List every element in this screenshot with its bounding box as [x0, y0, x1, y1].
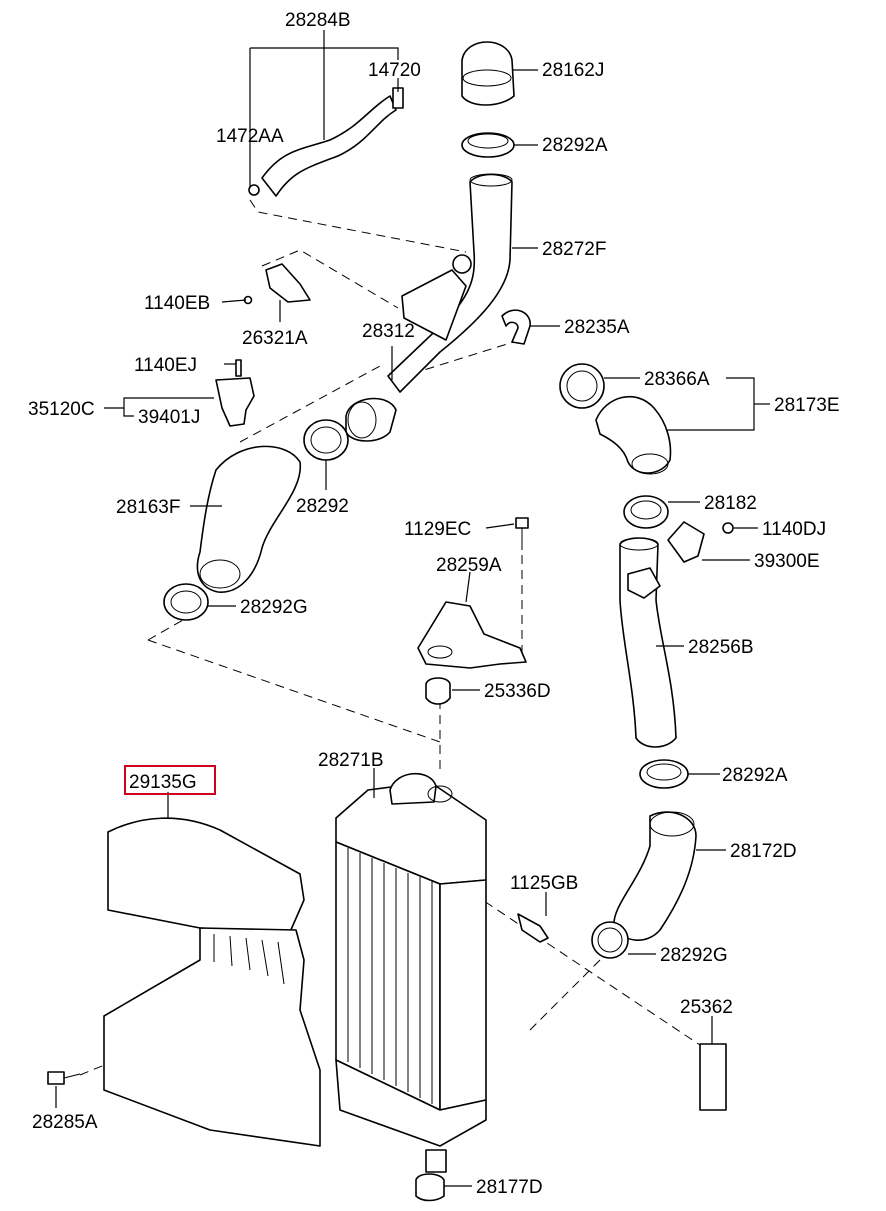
hose-28284B[interactable] — [248, 87, 404, 197]
grommet-25336D[interactable] — [425, 677, 451, 705]
label-28177D[interactable]: 28177D — [476, 1177, 543, 1198]
clamp-28366A[interactable] — [559, 363, 605, 409]
label-28292[interactable]: 28292 — [296, 496, 349, 517]
label-28292G-left[interactable]: 28292G — [240, 597, 308, 618]
air-guide-ribs — [213, 934, 285, 985]
clamp-28292A-bottom[interactable] — [639, 759, 689, 789]
label-28172D[interactable]: 28172D — [730, 841, 797, 862]
label-28163F[interactable]: 28163F — [116, 497, 180, 518]
label-28271B[interactable]: 28271B — [318, 750, 384, 771]
label-1140EB[interactable]: 1140EB — [144, 293, 210, 314]
label-14720[interactable]: 14720 — [368, 60, 421, 81]
hose-28172D[interactable] — [613, 811, 697, 941]
hose-28235A[interactable] — [501, 309, 531, 345]
label-28292A-bottom[interactable]: 28292A — [722, 765, 788, 786]
tube-28256B[interactable] — [619, 537, 677, 748]
cap-28162J[interactable] — [461, 41, 515, 106]
label-25362[interactable]: 25362 — [680, 997, 733, 1018]
grommet-28177D[interactable] — [415, 1173, 445, 1202]
bolt-1125GB[interactable] — [517, 913, 549, 943]
label-1472AA[interactable]: 1472AA — [216, 126, 284, 147]
part-labels: 28284B 14720 1472AA 28162J 28292A 28272F… — [28, 10, 840, 1198]
label-25336D[interactable]: 25336D — [484, 681, 551, 702]
highlight-box-29135G — [124, 765, 216, 795]
pad-25362[interactable] — [699, 1043, 727, 1111]
bolt-28285A[interactable] — [47, 1071, 81, 1085]
clamp-28292A-top[interactable] — [461, 132, 515, 158]
pipe-28272F[interactable] — [345, 173, 513, 442]
label-28292A-top[interactable]: 28292A — [542, 135, 608, 156]
clamp-28292G-bottom[interactable] — [591, 921, 629, 959]
label-28285A[interactable]: 28285A — [32, 1112, 98, 1133]
clamp-28182[interactable] — [623, 495, 669, 529]
clamp-28292G-left[interactable] — [163, 583, 209, 621]
label-1140EJ[interactable]: 1140EJ — [134, 355, 197, 376]
label-28259A[interactable]: 28259A — [436, 555, 502, 576]
label-35120C[interactable]: 35120C — [28, 399, 95, 420]
label-28235A[interactable]: 28235A — [564, 317, 630, 338]
intercooler-28271B[interactable] — [335, 772, 487, 1173]
label-39300E[interactable]: 39300E — [754, 551, 820, 572]
hose-28173E[interactable] — [595, 395, 672, 475]
clamp-28292[interactable] — [303, 419, 349, 461]
label-29135G[interactable]: 29135G — [129, 772, 197, 793]
label-1140DJ[interactable]: 1140DJ — [762, 519, 826, 540]
label-28366A[interactable]: 28366A — [644, 369, 710, 390]
sensor-35120C[interactable] — [215, 359, 255, 427]
label-1125GB[interactable]: 1125GB — [510, 873, 578, 894]
label-28182[interactable]: 28182 — [704, 493, 757, 514]
label-1129EC[interactable]: 1129EC — [404, 519, 471, 540]
label-28292G-bottom[interactable]: 28292G — [660, 945, 728, 966]
label-28312[interactable]: 28312 — [362, 321, 415, 342]
label-28173E[interactable]: 28173E — [774, 395, 840, 416]
sensor-39300E[interactable] — [667, 521, 734, 563]
sensor-26321A[interactable] — [243, 263, 311, 305]
label-28256B[interactable]: 28256B — [688, 637, 754, 658]
bracket-28259A[interactable] — [417, 601, 527, 669]
label-28162J[interactable]: 28162J — [542, 60, 604, 81]
hose-28163F[interactable] — [196, 445, 301, 593]
intercooler-fins — [347, 848, 433, 1104]
leader-lines — [55, 30, 770, 1187]
label-39401J[interactable]: 39401J — [138, 407, 200, 428]
label-28272F[interactable]: 28272F — [542, 239, 606, 260]
label-28284B[interactable]: 28284B — [285, 10, 351, 31]
air-guide-29135G[interactable] — [103, 817, 321, 1147]
label-26321A[interactable]: 26321A — [242, 328, 308, 349]
bolt-1129EC[interactable] — [515, 517, 529, 550]
